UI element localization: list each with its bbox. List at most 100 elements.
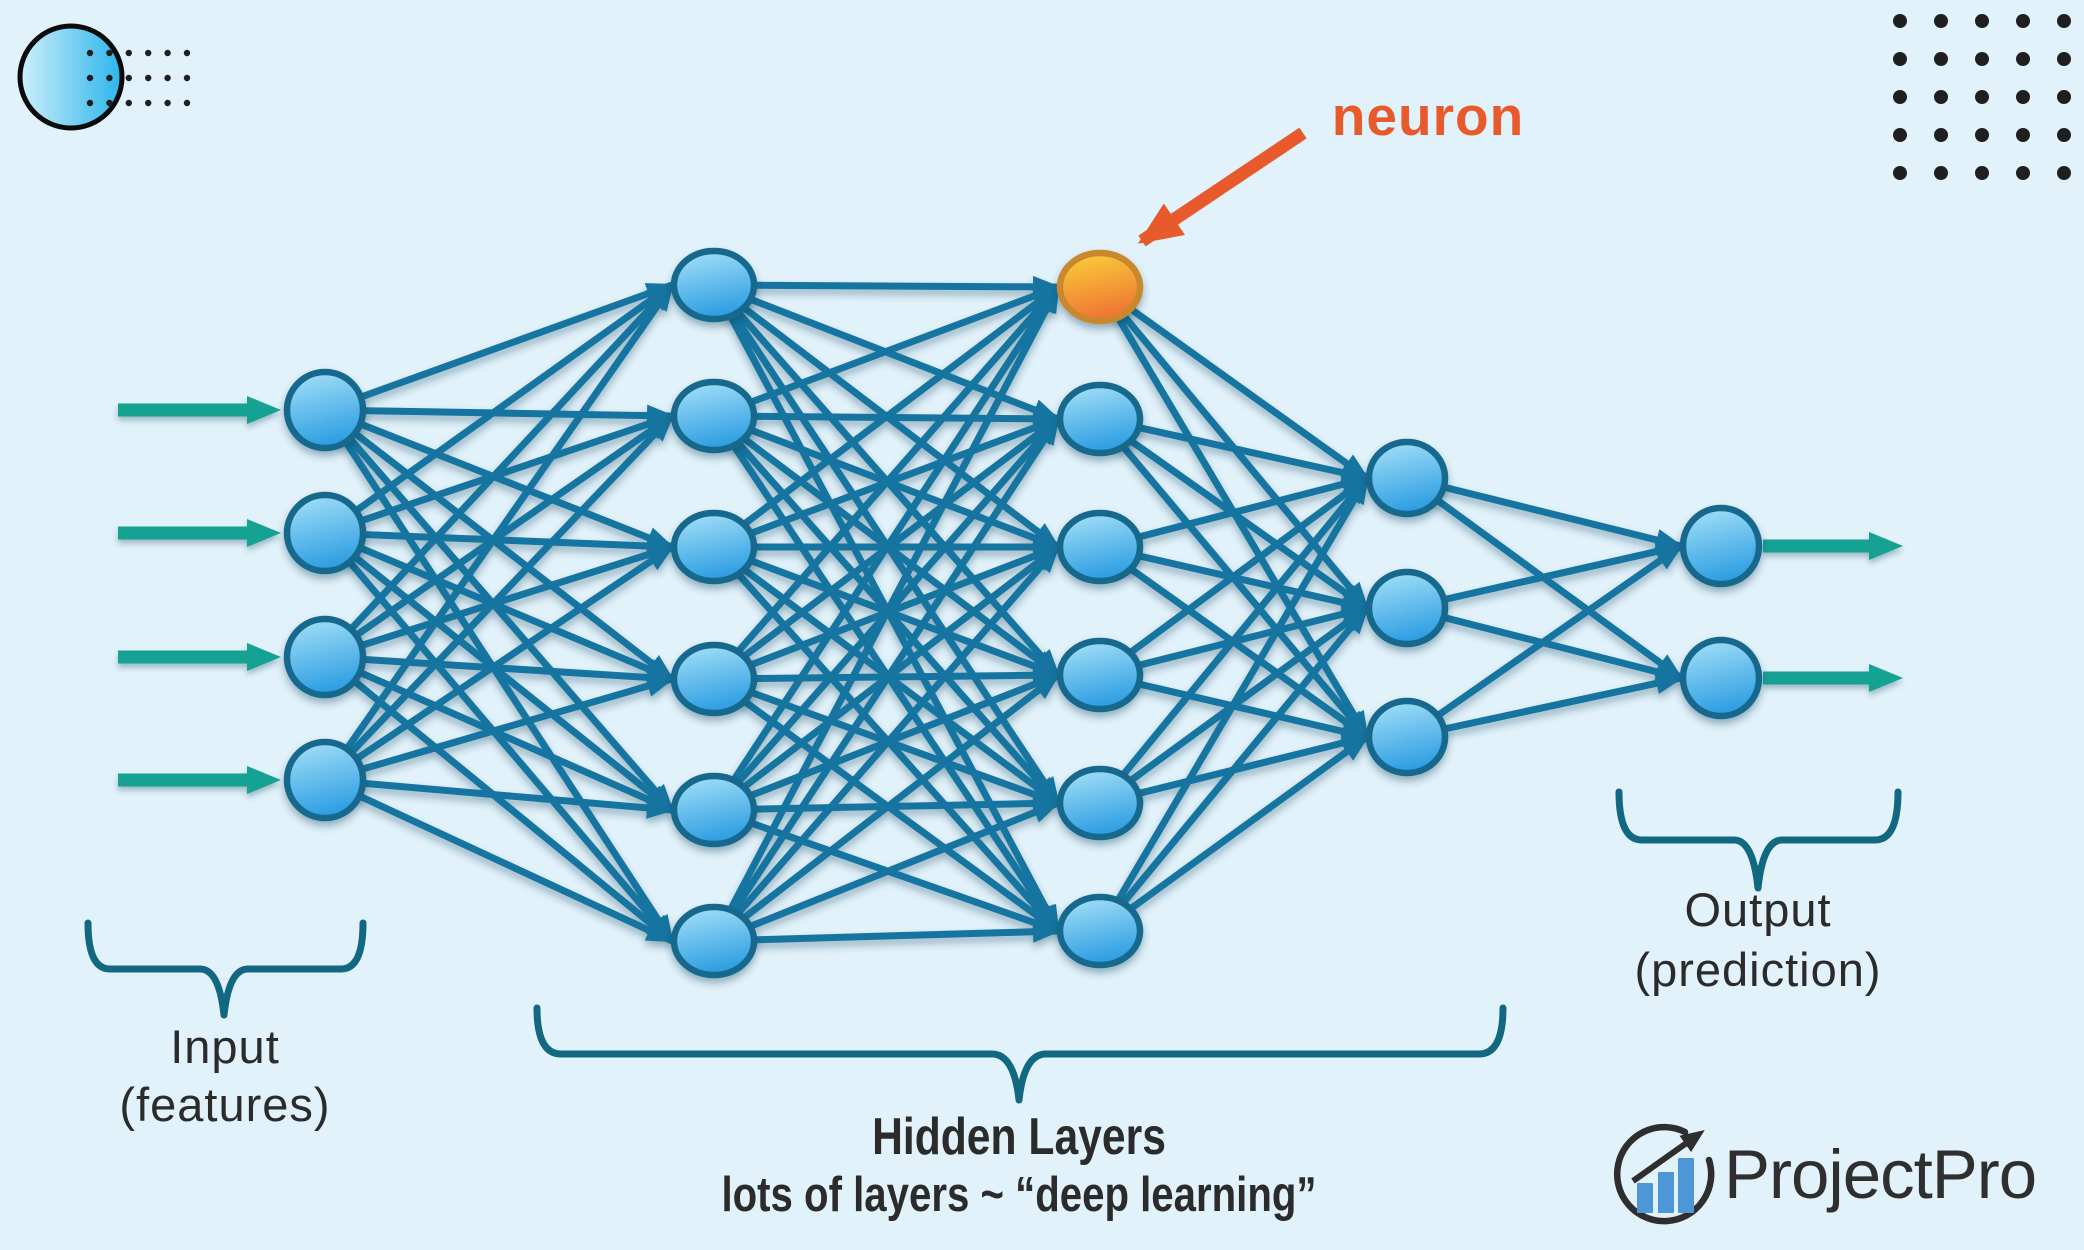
output-label-line2: (prediction) (1634, 943, 1882, 996)
edge (1099, 415, 1370, 484)
hidden-layer-1-node-5 (670, 772, 758, 848)
edge (1099, 473, 1370, 551)
edge (323, 776, 675, 945)
output-layer-node-1 (1679, 504, 1763, 588)
dot (1975, 128, 1989, 142)
hidden-layers-brace (533, 1004, 1507, 1104)
dot (1975, 14, 1989, 28)
dot (145, 74, 152, 82)
hidden-layer-3-node-3 (1365, 697, 1449, 777)
dot (1934, 90, 1948, 104)
input-label-line1: Input (170, 1020, 280, 1073)
dot (86, 49, 94, 57)
hidden-layer-2-node-3 (1056, 509, 1144, 585)
dot (2057, 128, 2071, 142)
dot (1934, 14, 1948, 28)
hidden-layer-1-node-4 (670, 641, 758, 717)
hidden-layer-3-node-2 (1365, 568, 1449, 648)
dot (1975, 90, 1989, 104)
edge (322, 654, 675, 944)
hidden-layer-2-node-4 (1056, 637, 1144, 713)
dot (1893, 14, 1907, 28)
input-layer-node-4 (283, 738, 367, 822)
dot (1934, 166, 1948, 180)
output-layer-label: Output (prediction) (1508, 880, 2008, 1000)
dot (145, 49, 152, 57)
edge (712, 283, 1061, 420)
hidden-layer-1-node-1 (670, 247, 758, 323)
output-brace (1615, 788, 1902, 892)
edge (1097, 284, 1370, 481)
edge (323, 281, 675, 414)
edge (322, 407, 675, 682)
edge (1406, 540, 1684, 612)
edge (1406, 474, 1684, 551)
dot (1893, 166, 1907, 180)
output-label-line1: Output (1684, 883, 1832, 936)
hidden-layer-2-node-5 (1056, 765, 1144, 841)
edge (1097, 475, 1370, 806)
edge (713, 275, 1061, 298)
logo-circle-arc (1613, 1123, 1715, 1225)
dot (1934, 128, 1948, 142)
logo-bar-1 (1637, 1183, 1653, 1213)
input-brace (84, 919, 367, 1019)
edge (323, 653, 675, 814)
input-label-line2: (features) (119, 1078, 331, 1131)
decor-top-left (17, 23, 191, 131)
neuron-arrow-line (1137, 127, 1307, 247)
edge (1097, 734, 1370, 934)
hidden-layer-2-node-2 (1056, 381, 1144, 457)
neuron-nodes (283, 247, 1763, 979)
edge (322, 282, 675, 660)
input-layer-node-1 (283, 368, 367, 452)
edge (322, 282, 675, 536)
dot (1934, 52, 1948, 66)
edge (1406, 672, 1684, 741)
edge (711, 284, 1061, 550)
dot (2057, 14, 2071, 28)
dot (183, 74, 191, 82)
edge (324, 653, 675, 689)
edge (323, 406, 675, 551)
edge (322, 413, 675, 783)
dot-grid-top-right (1893, 14, 2071, 180)
dot (2016, 52, 2030, 66)
edge (711, 544, 1061, 944)
edge (323, 544, 675, 783)
hidden-label-line2: lots of layers ~ “deep learning” (721, 1168, 1317, 1222)
hidden-layer-1-node-3 (670, 509, 758, 585)
hidden-layer-2-node-1 (1056, 249, 1144, 325)
logo-growth-arrow (1631, 1130, 1705, 1184)
dot (2016, 14, 2030, 28)
dot (183, 99, 191, 107)
dot (1893, 52, 1907, 66)
dot (2057, 52, 2071, 66)
edge (711, 672, 1061, 944)
edge (1097, 605, 1370, 934)
dot (2016, 166, 2030, 180)
connection-edges (322, 275, 1684, 945)
hidden-layer-1-node-6 (670, 903, 758, 979)
input-layer-label: Input (features) (0, 1018, 475, 1134)
edge (323, 529, 675, 683)
logo-bar-2 (1658, 1172, 1674, 1213)
edge (711, 284, 1061, 812)
dot (106, 49, 113, 57)
edge (713, 920, 1061, 945)
edge (1097, 475, 1370, 678)
dot (164, 99, 171, 107)
projectpro-logo-icon (1613, 1123, 1715, 1225)
dot (2016, 90, 2030, 104)
edge (324, 675, 675, 784)
dot (125, 49, 132, 57)
hidden-layers-label: Hidden Layers lots of layers ~ “deep lea… (650, 1108, 1388, 1224)
hidden-layer-2-node-6 (1056, 893, 1144, 969)
edge (1096, 475, 1371, 933)
input-output-arrows (118, 396, 1903, 794)
dot (1893, 128, 1907, 142)
output-layer-node-2 (1679, 636, 1763, 720)
projectpro-logo-text: ProjectPro (1724, 1136, 2037, 1213)
edge (710, 284, 1062, 943)
